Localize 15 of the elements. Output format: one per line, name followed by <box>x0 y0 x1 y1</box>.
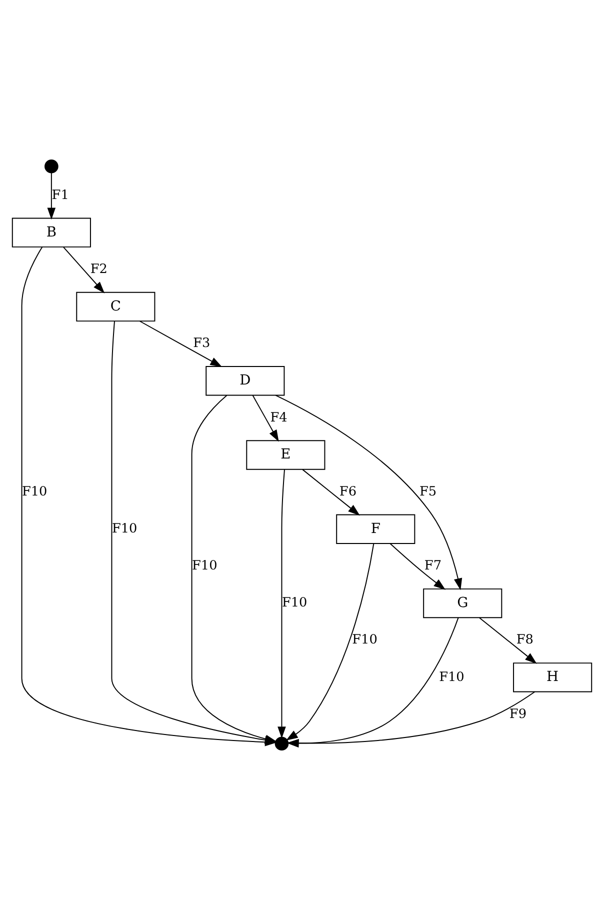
edge-label: F1 <box>52 188 69 203</box>
edge-label: F3 <box>193 336 210 352</box>
edge-label: F5 <box>419 484 437 500</box>
edge-label: F6 <box>339 484 356 500</box>
edge-label: F7 <box>424 558 442 574</box>
edge-label: F10 <box>22 484 48 500</box>
edge-label: F10 <box>439 670 464 685</box>
edge-label: F2 <box>90 262 108 278</box>
edge-label: F4 <box>270 410 288 426</box>
edge-label: F10 <box>352 632 378 648</box>
edge-label: F9 <box>509 706 527 722</box>
edge-label: F10 <box>112 521 138 536</box>
edge-label: F8 <box>516 632 534 648</box>
edge-label: F10 <box>192 558 218 574</box>
edge-label: F10 <box>282 596 308 611</box>
